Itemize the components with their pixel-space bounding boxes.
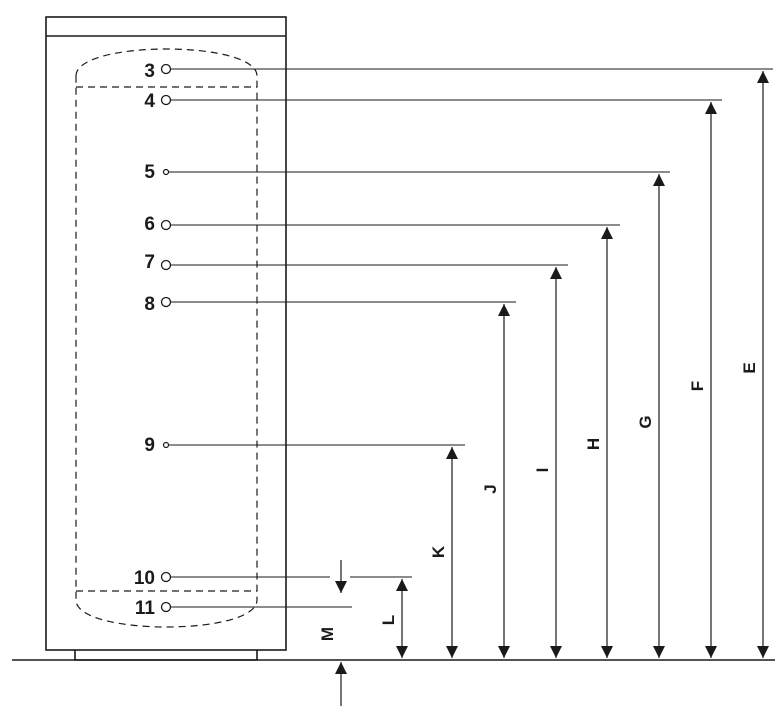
connection-5: 5 [144, 162, 670, 183]
connection-port-icon [160, 219, 172, 231]
connection-8: 8 [144, 294, 516, 315]
dimension-label-E: E [740, 362, 759, 373]
dimension-label-K: K [429, 545, 448, 558]
dimension-J: J [481, 304, 510, 658]
dimension-G: G [636, 174, 665, 658]
connection-port-icon [160, 601, 172, 613]
dimension-L: L [379, 579, 408, 658]
cylinder-casing [45, 16, 287, 651]
connection-3: 3 [144, 61, 773, 82]
inner-tank-outline [75, 48, 258, 628]
connection-label-11: 11 [135, 598, 156, 619]
dimension-I: I [533, 267, 562, 658]
connection-6: 6 [144, 214, 620, 235]
dimension-F: F [688, 102, 717, 658]
connection-11: 11 [135, 598, 352, 619]
connection-port-icon [160, 296, 172, 308]
connection-label-5: 5 [144, 162, 155, 183]
connection-port-icon [160, 571, 172, 583]
connection-port-icon [160, 63, 172, 75]
connection-7: 7 [144, 252, 568, 273]
connection-label-8: 8 [144, 294, 155, 315]
connection-port-icon [160, 259, 172, 271]
connection-label-9: 9 [144, 435, 155, 456]
dimension-label-M: M [318, 627, 337, 641]
connection-9: 9 [144, 435, 465, 456]
connection-port-icon [162, 441, 170, 449]
dimension-label-F: F [688, 381, 707, 391]
casing-plinth [74, 650, 258, 661]
dimension-M: M [318, 560, 347, 706]
connection-label-10: 10 [134, 568, 155, 589]
connection-10: 10 [134, 568, 412, 589]
connection-4: 4 [144, 91, 722, 112]
dimension-K: K [429, 447, 458, 658]
connection-label-6: 6 [144, 214, 155, 235]
dimension-label-L: L [379, 615, 398, 625]
dimension-label-J: J [481, 484, 500, 493]
connection-port-icon [162, 168, 170, 176]
dimension-label-H: H [584, 438, 603, 450]
connection-label-4: 4 [144, 91, 155, 112]
dimension-E: E [740, 71, 769, 658]
connection-label-7: 7 [144, 252, 155, 273]
connection-port-icon [160, 94, 172, 106]
dimension-H: H [584, 227, 613, 658]
dimension-label-G: G [636, 415, 655, 428]
connection-label-3: 3 [144, 61, 155, 82]
dimension-label-I: I [533, 468, 552, 473]
